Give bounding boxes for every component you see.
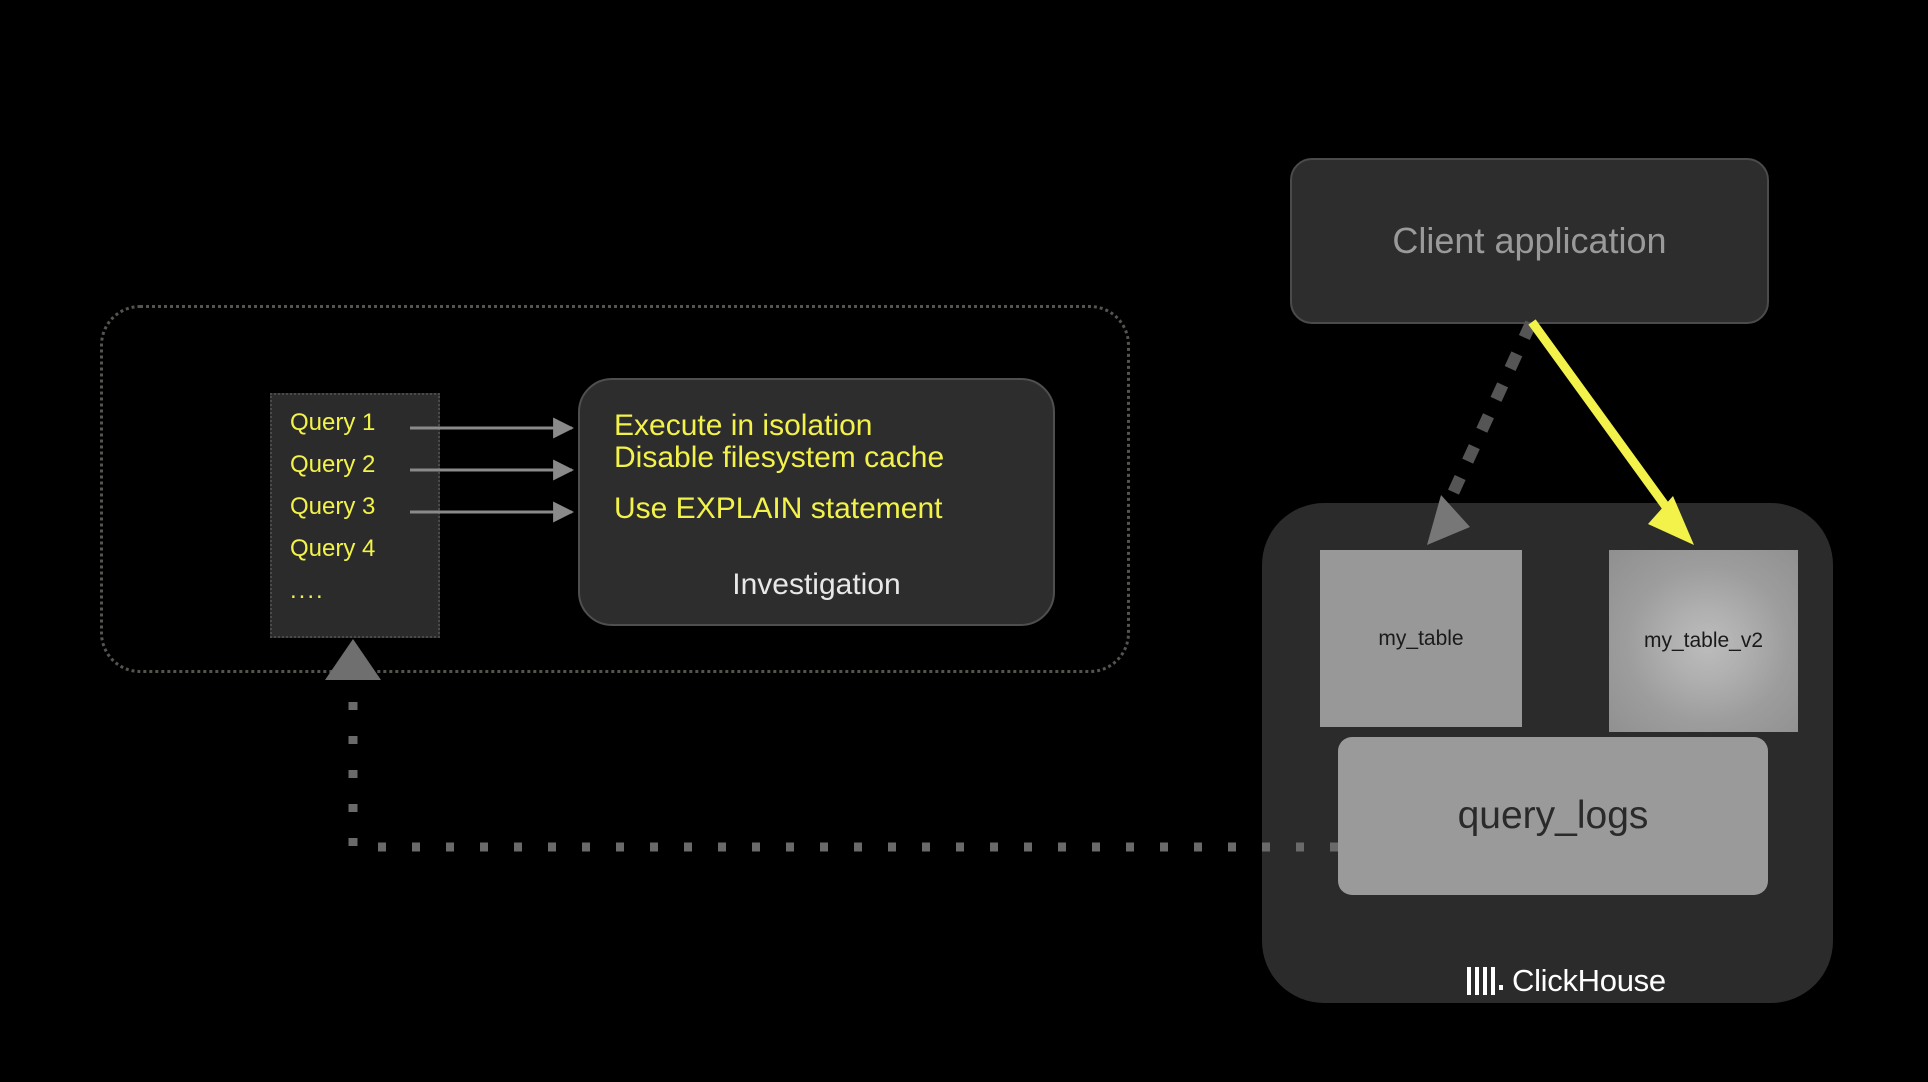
investigation-box: Execute in isolation Disable filesystem … — [578, 378, 1055, 626]
client-application-box: Client application — [1290, 158, 1769, 324]
investigation-step-2: Disable filesystem cache — [614, 441, 945, 475]
table-my-table-v2-label: my_table_v2 — [1643, 629, 1764, 652]
table-my-table[interactable]: my_table — [1320, 550, 1522, 727]
connector-query-logs-to-query-list — [348, 682, 1338, 852]
query-list-item-4[interactable]: Query 4 — [290, 535, 376, 562]
investigation-step-1: Execute in isolation — [614, 409, 873, 442]
investigation-title: Investigation — [732, 568, 901, 601]
client-application-label: Client application — [1392, 220, 1667, 261]
clickhouse-brand: ClickHouse — [1467, 963, 1666, 999]
connector-client-to-my-table-v2 — [1528, 319, 1676, 518]
table-query-logs-label: query_logs — [1457, 794, 1649, 837]
table-my-table-label: my_table — [1378, 626, 1464, 650]
clickhouse-bars-icon — [1467, 967, 1503, 995]
table-my-table-v2[interactable]: my_table_v2 — [1609, 550, 1798, 732]
investigation-step-3: Use EXPLAIN statement — [614, 491, 943, 525]
query-list-item-3[interactable]: Query 3 — [290, 493, 376, 520]
connector-client-to-my-table — [1437, 320, 1537, 518]
query-list-item-2[interactable]: Query 2 — [290, 451, 376, 478]
investigation-spacer — [614, 475, 1053, 493]
query-list-item-1[interactable]: Query 1 — [290, 409, 376, 436]
clickhouse-wordmark: ClickHouse — [1512, 963, 1666, 998]
query-list-item-more: .... — [290, 577, 325, 604]
investigation-container — [100, 305, 1130, 673]
table-query-logs[interactable]: query_logs — [1338, 737, 1768, 895]
query-list-box: Query 1 Query 2 Query 3 Query 4 .... — [270, 393, 440, 638]
